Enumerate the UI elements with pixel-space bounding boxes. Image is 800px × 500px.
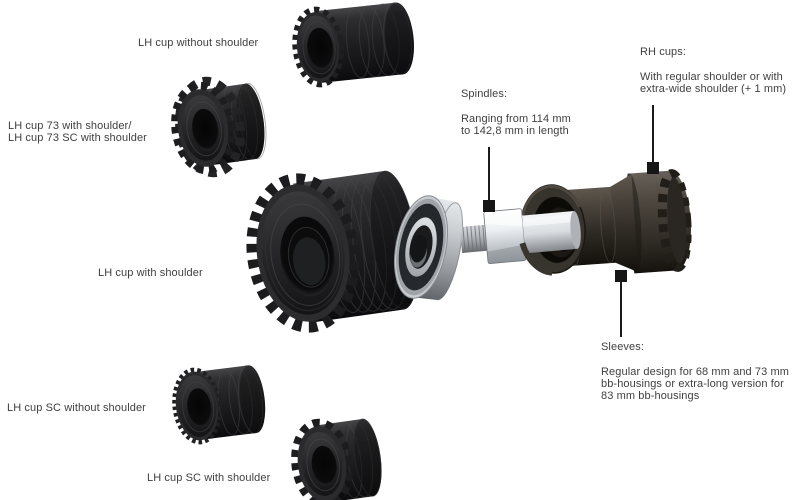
callout-spindles-line2: to 142,8 mm in length [461, 125, 569, 137]
callout-sleeves-body: Regular design for 68 mm and 73 mm bb-ho… [601, 366, 789, 402]
label-lh-cup-73-line1: LH cup 73 with shoulder/ [8, 120, 132, 132]
label-lh-cup-without-shoulder: LH cup without shoulder [138, 37, 259, 49]
callout-spindles-title: Spindles: [461, 88, 508, 100]
rh-cups-callout-pointer [647, 105, 659, 174]
callout-rh-cups-line2: extra-wide shoulder (+ 1 mm) [640, 83, 787, 95]
callout-sleeves-line3: 83 mm bb-housings [601, 390, 700, 402]
callout-rh-cups-line1: With regular shoulder or with [640, 71, 783, 83]
callout-rh-cups-body: With regular shoulder or with extra-wide… [640, 71, 786, 95]
label-lh-cup-73-line2: LH cup 73 SC with shoulder [8, 132, 147, 144]
callout-spindles-body: Ranging from 114 mm to 142,8 mm in lengt… [461, 113, 571, 137]
callout-sleeves-line1: Regular design for 68 mm and 73 mm [601, 366, 790, 378]
callout-spindles-line1: Ranging from 114 mm [461, 113, 571, 125]
callout-spindles: Spindles: Ranging from 114 mm to 142,8 m… [461, 88, 571, 137]
label-lh-cup-sc-with-shoulder: LH cup SC with shoulder [147, 472, 271, 484]
lh-cup-73-image [171, 76, 267, 178]
sleeve-lip-overlay [519, 242, 553, 276]
lh-cup-with-shoulder-image [246, 170, 419, 333]
callout-sleeves-line2: bb-housings or extra-long version for [601, 378, 784, 390]
sleeves-callout-pointer [615, 270, 627, 337]
spindle-image [459, 208, 581, 264]
callout-rh-cups-title: RH cups: [640, 46, 687, 58]
callout-sleeves: Sleeves: Regular design for 68 mm and 73… [601, 341, 789, 402]
label-lh-cup-sc-without-shoulder: LH cup SC without shoulder [7, 402, 146, 414]
lh-cup-without-shoulder-image [292, 2, 414, 88]
label-lh-cup-73: LH cup 73 with shoulder/ LH cup 73 SC wi… [8, 120, 147, 144]
lh-cup-sc-without-shoulder-image [172, 365, 266, 445]
spindles-callout-pointer [483, 147, 495, 212]
lh-cup-sc-with-shoulder-image [291, 418, 382, 500]
bearing-image [394, 195, 464, 301]
callout-rh-cups: RH cups: With regular shoulder or with e… [640, 46, 786, 95]
label-lh-cup-with-shoulder: LH cup with shoulder [98, 267, 203, 279]
callout-sleeves-title: Sleeves: [601, 341, 644, 353]
